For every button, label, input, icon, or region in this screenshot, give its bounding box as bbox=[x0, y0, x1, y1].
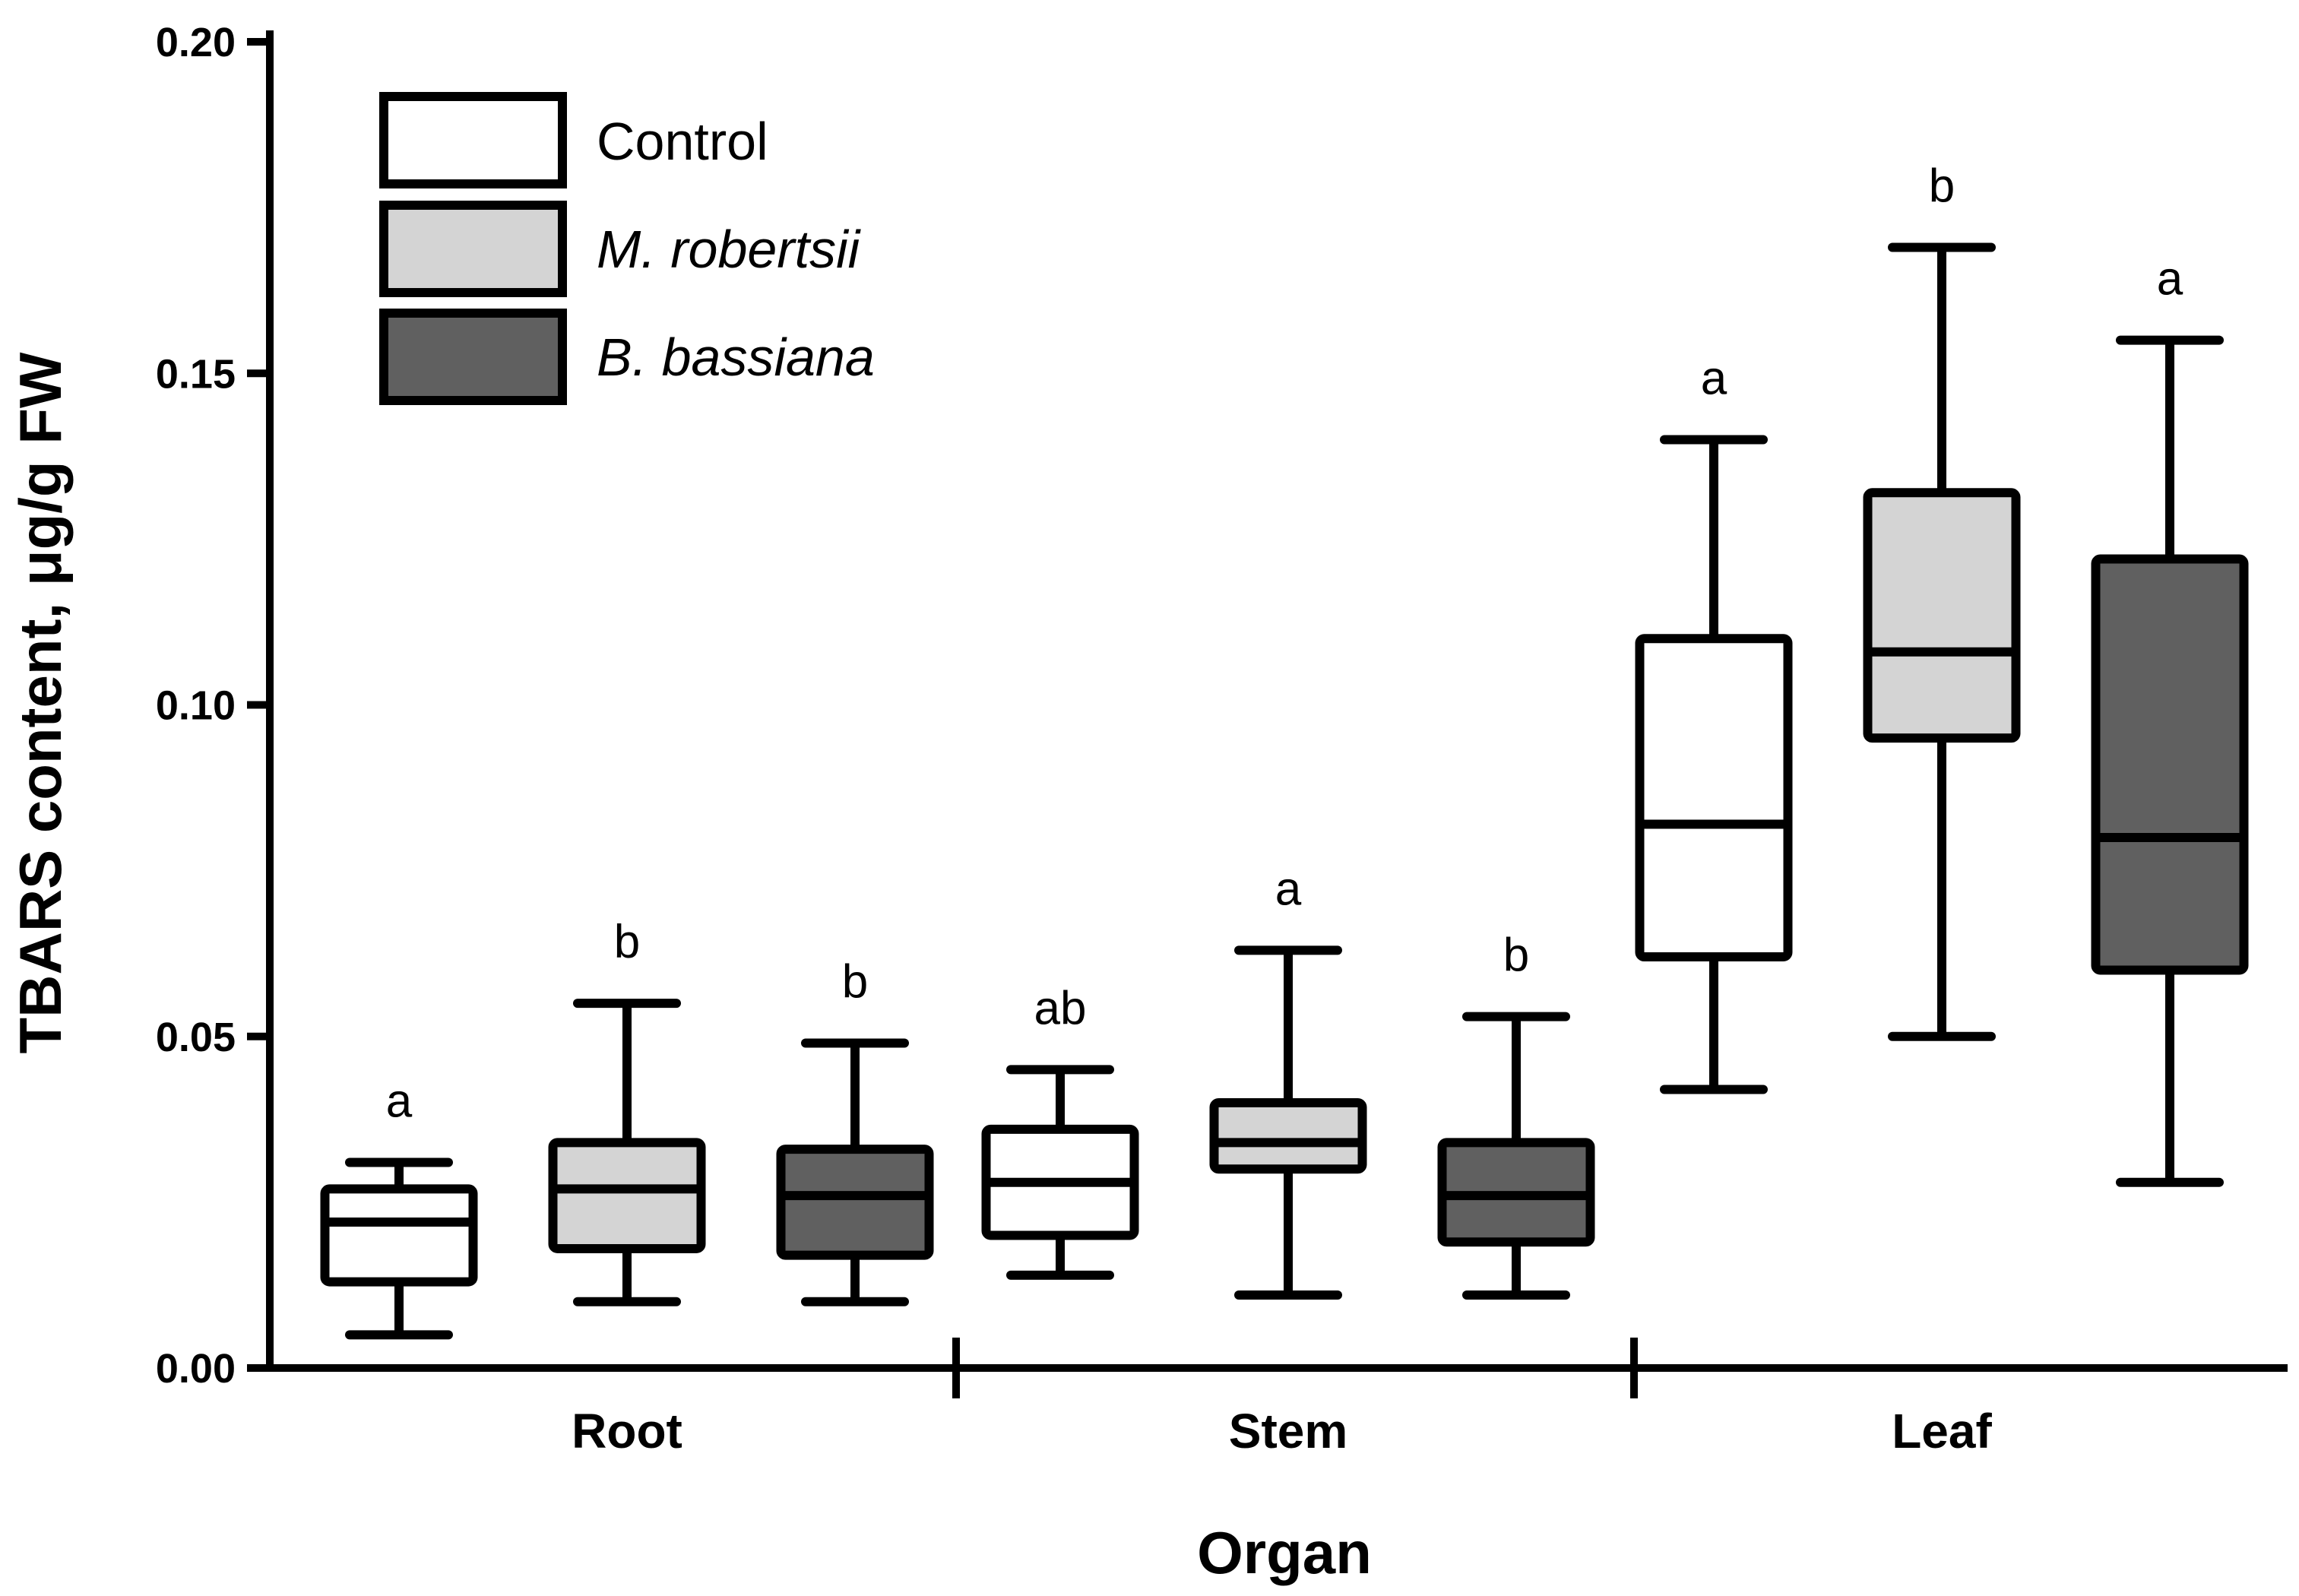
significance-label: b bbox=[842, 955, 868, 1008]
legend-swatch-control bbox=[379, 92, 567, 188]
significance-label: b bbox=[1503, 929, 1529, 982]
significance-label: b bbox=[614, 916, 640, 968]
box-control bbox=[320, 1184, 478, 1287]
y-tick-label: 0.00 bbox=[156, 1346, 236, 1392]
significance-label: a bbox=[2157, 253, 2183, 306]
significance-label: a bbox=[1701, 353, 1727, 405]
significance-label: b bbox=[1929, 160, 1955, 212]
x-axis-title: Organ bbox=[1197, 1519, 1372, 1586]
legend: Control M. robertsii B. bassiana bbox=[379, 92, 875, 405]
box-m-robertsii bbox=[548, 1138, 706, 1253]
box-m-robertsii bbox=[1863, 488, 2021, 743]
legend-swatch-b-bassiana bbox=[379, 309, 567, 405]
y-tick-label: 0.10 bbox=[156, 683, 236, 729]
significance-label: ab bbox=[1034, 982, 1087, 1034]
box-m-robertsii bbox=[1209, 1098, 1367, 1174]
y-tick-label: 0.05 bbox=[156, 1015, 236, 1060]
x-category-label: Root bbox=[572, 1404, 682, 1458]
legend-label-m-robertsii: M. robertsii bbox=[597, 220, 862, 279]
y-axis-title: TBARS content, μg/g FW bbox=[7, 352, 74, 1053]
significance-label: a bbox=[386, 1075, 413, 1128]
significance-label: a bbox=[1275, 863, 1302, 915]
box-control bbox=[1635, 634, 1793, 962]
legend-label-control: Control bbox=[597, 112, 768, 171]
x-category-label: Stem bbox=[1229, 1404, 1348, 1458]
legend-swatch-m-robertsii bbox=[379, 201, 567, 297]
y-tick-label: 0.15 bbox=[156, 351, 236, 397]
legend-label-b-bassiana: B. bassiana bbox=[597, 328, 875, 387]
box-b-bassiana bbox=[776, 1145, 934, 1260]
box-b-bassiana bbox=[2091, 554, 2249, 975]
x-category-label: Leaf bbox=[1892, 1404, 1992, 1458]
y-tick-label: 0.20 bbox=[156, 20, 236, 65]
